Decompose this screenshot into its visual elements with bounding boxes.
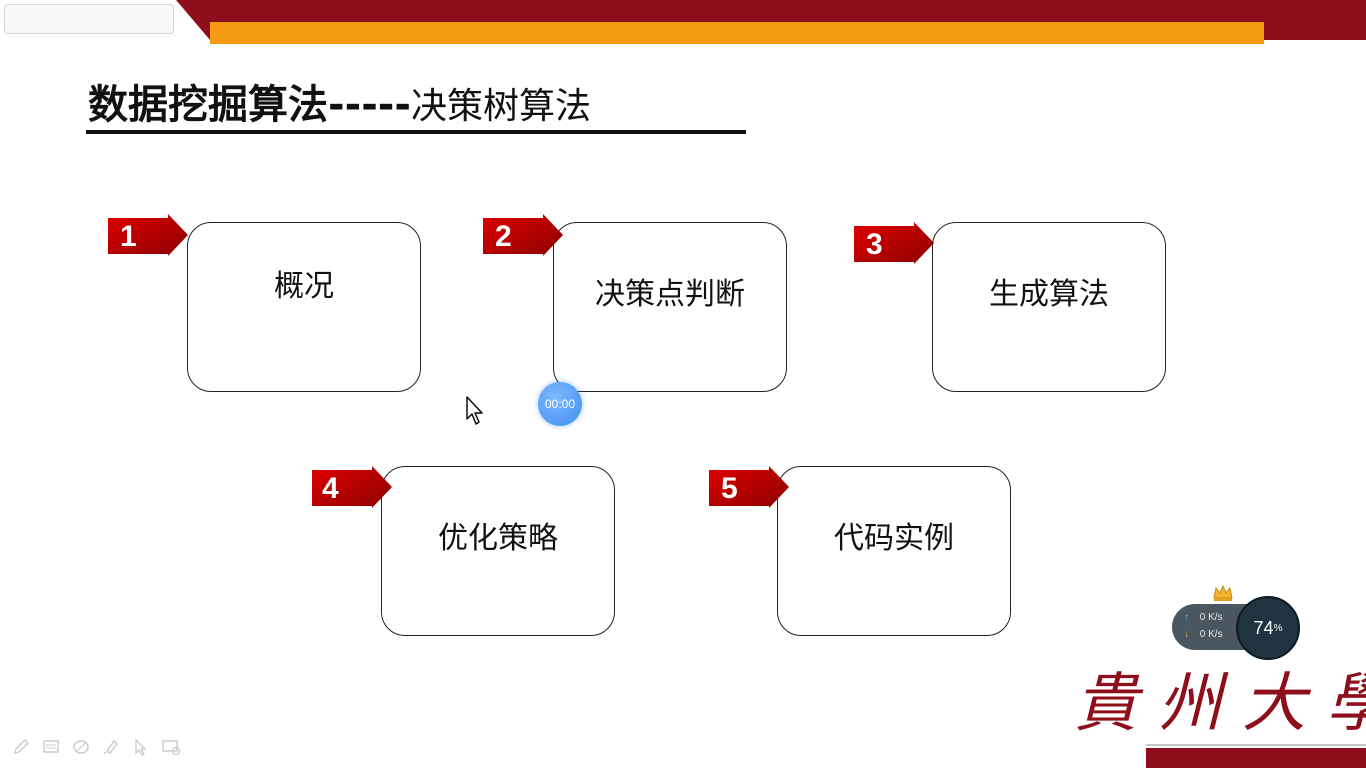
- tag-arrow-shape: [108, 214, 188, 256]
- card-label: 决策点判断: [595, 277, 745, 312]
- title-underline: [86, 130, 746, 134]
- number-tag-5: 5: [709, 466, 789, 508]
- slide-title: 数据挖掘算法-----决策树算法: [88, 72, 591, 130]
- top-banner-tab: [0, 0, 210, 40]
- tag-number: 1: [120, 220, 137, 253]
- number-tag-3: 3: [854, 222, 934, 264]
- tag-arrow-shape: [709, 466, 789, 508]
- slide-title-dashes: -----: [328, 82, 412, 128]
- bottom-rule: [1146, 744, 1366, 746]
- pointer-icon[interactable]: [130, 737, 152, 757]
- top-banner-tab-box: [4, 4, 174, 34]
- pen-icon[interactable]: [10, 737, 32, 757]
- screen-icon[interactable]: [160, 737, 182, 757]
- upload-speed: ↑ 0 K/s: [1184, 612, 1223, 623]
- bottom-banner: [1146, 748, 1366, 768]
- card-label: 生成算法: [989, 277, 1109, 312]
- card-label: 概况: [274, 269, 334, 304]
- top-banner-accent: [210, 22, 1264, 44]
- tag-number: 4: [322, 472, 339, 505]
- vip-crown-icon: [1212, 584, 1234, 602]
- university-logo-text: 貴州大學: [1074, 667, 1366, 741]
- tag-arrow-shape: [483, 214, 563, 256]
- tag-number: 2: [495, 220, 512, 253]
- usage-gauge[interactable]: 74%: [1236, 596, 1300, 660]
- slide-title-sub: 决策树算法: [411, 86, 592, 127]
- slide-title-main: 数据挖掘算法: [88, 82, 328, 128]
- tag-number: 3: [866, 228, 883, 261]
- download-speed-value: 0 K/s: [1199, 629, 1223, 640]
- number-tag-4: 4: [312, 466, 392, 508]
- presentation-toolbar: [10, 736, 182, 758]
- university-logo: 貴州大學: [1074, 652, 1366, 744]
- highlighter-icon[interactable]: [100, 737, 122, 757]
- upload-arrow-icon: ↑: [1184, 612, 1189, 623]
- number-tag-2: 2: [483, 214, 563, 256]
- upload-speed-value: 0 K/s: [1199, 612, 1223, 623]
- slides-icon[interactable]: [40, 737, 62, 757]
- card-code-example[interactable]: 代码实例: [777, 466, 1011, 636]
- download-arrow-icon: ↓: [1184, 629, 1189, 640]
- recording-timer[interactable]: 00:00: [538, 382, 582, 426]
- card-generation-algorithm[interactable]: 生成算法: [932, 222, 1166, 392]
- eraser-icon[interactable]: [70, 737, 92, 757]
- tag-number: 5: [721, 472, 738, 505]
- card-label: 代码实例: [834, 521, 954, 556]
- mouse-cursor-icon: [466, 396, 484, 430]
- usage-gauge-value: 74: [1253, 617, 1274, 638]
- usage-gauge-unit: %: [1273, 622, 1283, 634]
- card-decision-point[interactable]: 决策点判断: [553, 222, 787, 392]
- number-tag-1: 1: [108, 214, 188, 256]
- card-label: 优化策略: [438, 521, 558, 556]
- download-speed: ↓ 0 K/s: [1184, 629, 1223, 640]
- card-overview[interactable]: 概况: [187, 222, 421, 392]
- card-optimization-strategy[interactable]: 优化策略: [381, 466, 615, 636]
- tag-arrow-shape: [312, 466, 392, 508]
- tag-arrow-shape: [854, 222, 934, 264]
